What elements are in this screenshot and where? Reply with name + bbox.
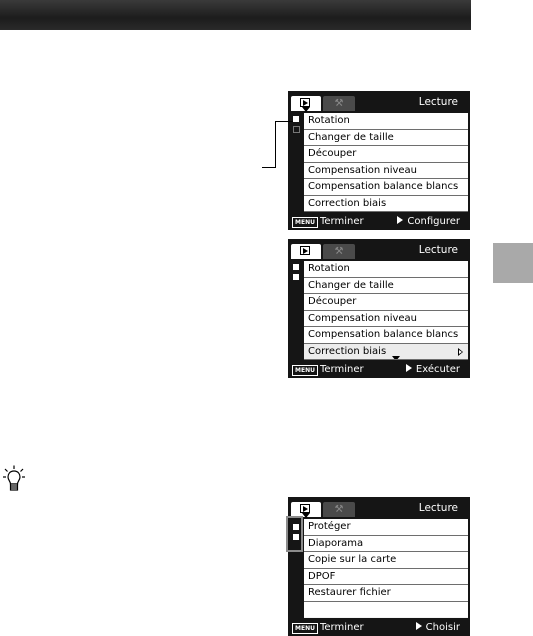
page-2-indicator (293, 126, 300, 133)
right-arrow-icon (397, 216, 404, 224)
menu-item[interactable]: Changer de taille (304, 277, 468, 294)
menu-item[interactable]: Découper (304, 146, 468, 163)
menu-item[interactable]: Compensation balance blancs (304, 327, 468, 344)
menu-item[interactable]: Compensation niveau (304, 162, 468, 179)
submenu-arrow-icon (458, 347, 463, 356)
menu-item-label: Compensation niveau (308, 164, 418, 176)
menu-item-label: Copie sur la carte (308, 554, 397, 565)
menu-item[interactable]: Rotation (304, 113, 468, 130)
right-arrow-icon (415, 622, 422, 630)
page-indicator (291, 261, 303, 341)
menu-item[interactable]: Protéger (304, 519, 468, 536)
menu-button-icon: MENU (292, 365, 318, 376)
menu-footer: MENU Terminer Configurer (288, 213, 470, 230)
callout-line (262, 167, 276, 168)
lightbulb-tip-icon (3, 465, 25, 491)
menu-item[interactable]: Diaporama (304, 535, 468, 552)
tab-playback[interactable] (291, 244, 321, 259)
tab-setup[interactable]: ⚒ (323, 502, 355, 517)
page-1-indicator (293, 524, 299, 530)
menu-footer: MENU Terminer Choisir (288, 619, 470, 636)
footer-action: Exécuter (405, 361, 460, 378)
menu-list: Rotation Changer de taille Découper Comp… (304, 113, 468, 212)
footer-action-label: Configurer (407, 216, 460, 227)
menu-tab-bar: ⚒ Lecture (288, 239, 470, 259)
chapter-side-tab (493, 243, 533, 283)
play-icon (300, 98, 310, 107)
menu-item[interactable]: Copie sur la carte (304, 552, 468, 569)
menu-item-label: Correction biais (308, 345, 387, 357)
camera-menu-screen-2: ⚒ Lecture Rotation Changer de taille Déc… (288, 239, 470, 378)
tab-setup[interactable]: ⚒ (323, 96, 355, 111)
menu-item-label: Protéger (308, 521, 351, 532)
menu-title: Lecture (418, 244, 458, 256)
page-1-indicator (293, 116, 299, 122)
footer-action-label: Exécuter (415, 364, 460, 375)
menu-item[interactable]: Correction biais (304, 195, 468, 212)
menu-item-label: Découper (308, 296, 357, 307)
menu-item[interactable]: Rotation (304, 261, 468, 278)
menu-item-label: Changer de taille (308, 279, 394, 291)
right-arrow-icon (405, 364, 412, 372)
menu-item-label: Rotation (308, 263, 350, 274)
menu-list: Rotation Changer de taille Découper Comp… (304, 261, 468, 360)
page-1-indicator (293, 264, 299, 270)
menu-title: Lecture (418, 96, 458, 108)
page-indicator-highlight (286, 516, 303, 552)
menu-item-label: Diaporama (308, 537, 364, 549)
page-2-indicator (293, 534, 299, 540)
callout-line (275, 121, 293, 122)
menu-item[interactable]: Compensation niveau (304, 310, 468, 327)
menu-item-selected[interactable]: Correction biais (304, 343, 468, 360)
play-icon (300, 246, 310, 255)
menu-item-empty (304, 601, 468, 618)
menu-item-label: Compensation niveau (308, 312, 418, 324)
menu-item[interactable]: Changer de taille (304, 129, 468, 146)
menu-item-label: DPOF (308, 570, 336, 582)
menu-tab-bar: ⚒ Lecture (288, 91, 470, 112)
play-icon (300, 504, 310, 513)
footer-action: Configurer (397, 213, 460, 230)
menu-item-label: Correction biais (308, 197, 387, 209)
footer-exit-label: Terminer (320, 216, 364, 227)
tab-setup[interactable]: ⚒ (323, 244, 355, 259)
menu-button-icon: MENU (292, 217, 318, 228)
tab-playback[interactable] (291, 96, 321, 111)
menu-item-label: Compensation balance blancs (308, 181, 459, 192)
page-2-indicator (293, 274, 299, 280)
footer-exit-label: Terminer (320, 364, 364, 375)
wrench-icon: ⚒ (334, 98, 344, 109)
menu-list: Protéger Diaporama Copie sur la carte DP… (304, 519, 468, 618)
callout-line (275, 121, 276, 168)
menu-item[interactable]: Restaurer fichier (304, 585, 468, 602)
menu-item-label: Changer de taille (308, 131, 394, 143)
tab-down-arrow-icon (302, 107, 310, 112)
footer-exit-label: Terminer (320, 622, 364, 633)
menu-footer: MENU Terminer Exécuter (288, 361, 470, 378)
menu-item[interactable]: DPOF (304, 568, 468, 585)
menu-button-icon: MENU (292, 623, 318, 634)
wrench-icon: ⚒ (334, 246, 344, 257)
section-header-bar (0, 0, 471, 30)
wrench-icon: ⚒ (334, 504, 344, 515)
menu-item-label: Compensation balance blancs (308, 329, 459, 340)
menu-item[interactable]: Compensation balance blancs (304, 179, 468, 196)
footer-action-label: Choisir (425, 622, 460, 633)
footer-action: Choisir (415, 619, 460, 636)
menu-item-label: Restaurer fichier (308, 587, 391, 598)
menu-item-label: Rotation (308, 115, 350, 126)
menu-item-label: Découper (308, 148, 357, 159)
page-indicator (291, 519, 303, 599)
menu-tab-bar: ⚒ Lecture (288, 497, 470, 518)
menu-item[interactable]: Découper (304, 294, 468, 311)
scroll-down-arrow-icon (392, 355, 400, 360)
menu-title: Lecture (418, 502, 458, 514)
camera-menu-screen-1: ⚒ Lecture Rotation Changer de taille Déc… (288, 91, 470, 230)
page-indicator (291, 113, 303, 193)
tab-playback[interactable] (291, 502, 321, 517)
tab-down-arrow-icon (302, 513, 310, 518)
camera-menu-screen-3: ⚒ Lecture Protéger Diaporama Copie sur l… (288, 497, 470, 636)
